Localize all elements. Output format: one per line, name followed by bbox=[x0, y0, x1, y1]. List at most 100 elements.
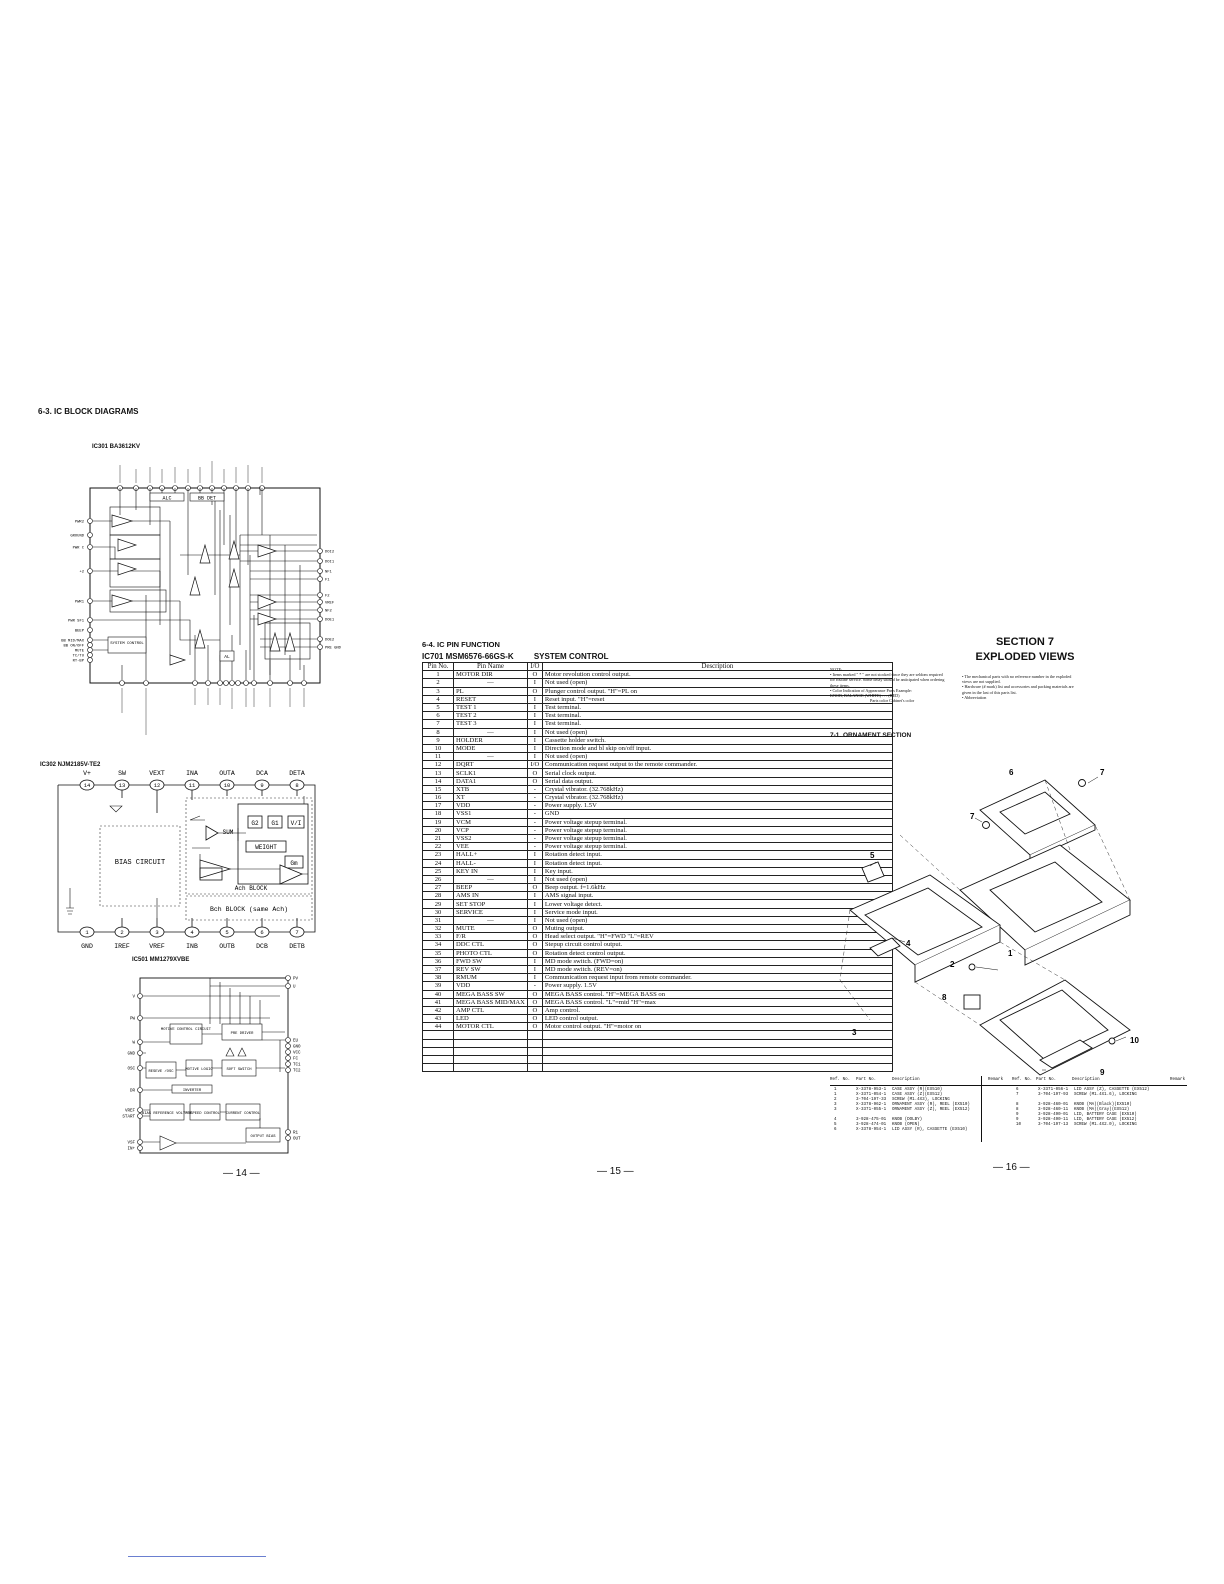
ic501-left-pin: V bbox=[132, 996, 135, 1000]
ic302-top-pin-num: 8 bbox=[295, 782, 298, 789]
callout-7b: 7 bbox=[970, 812, 975, 821]
section-title-ic-block-diagrams: 6-3. IC BLOCK DIAGRAMS bbox=[38, 407, 139, 416]
parts-ref: 6 bbox=[834, 1128, 837, 1132]
io-cell: - bbox=[526, 809, 543, 819]
pin-number-cell: 17 bbox=[422, 801, 454, 811]
ic302-weight-label: WEIGHT bbox=[255, 844, 277, 851]
table-row-empty bbox=[422, 1038, 893, 1048]
parts-description: SCREW (M1.4X2.0), LOCKING bbox=[1074, 1123, 1137, 1127]
pin-number-cell: 3 bbox=[422, 686, 454, 696]
callout-3: 3 bbox=[852, 1028, 857, 1037]
ic501-inverter-label: INVERTER bbox=[183, 1089, 202, 1093]
pin-number-cell: 5 bbox=[422, 702, 454, 713]
pin-name-cell: — bbox=[453, 678, 528, 688]
ic302-bottom-pin-label: IREF bbox=[114, 943, 130, 950]
ic302-bottom-pin-label: GND bbox=[81, 943, 93, 950]
io-cell: - bbox=[526, 981, 543, 991]
note-item: Parts color Cabinet's color bbox=[870, 698, 915, 704]
pin-number-cell: 20 bbox=[422, 825, 454, 835]
parts-ref: 1 bbox=[834, 1093, 837, 1097]
ic302-top-pin-label: VEXT bbox=[149, 770, 165, 777]
ic501-left-pin: PW bbox=[130, 1018, 136, 1022]
col-header-io: I/O bbox=[526, 661, 543, 672]
pin-name-cell: AMS IN bbox=[453, 891, 528, 901]
ic302-bottom-pin-num: 2 bbox=[120, 929, 123, 936]
parts-description: ORNAMENT ASSY (Z), REEL (EX512) bbox=[892, 1108, 970, 1112]
pin-name-cell: F/R bbox=[453, 932, 528, 942]
io-cell: O bbox=[526, 768, 543, 778]
ic302-bch-label: Bch BLOCK (same Ach) bbox=[210, 906, 288, 913]
io-cell: I bbox=[526, 850, 543, 860]
empty-cell bbox=[453, 1030, 528, 1040]
callout-10: 10 bbox=[1130, 1036, 1139, 1045]
parts-number: 3-704-197-13 bbox=[1038, 1123, 1069, 1127]
parts-ref: 6 bbox=[1016, 1088, 1019, 1092]
pin-number-cell: 40 bbox=[422, 989, 454, 999]
ic302-bottom-pin-label: DCB bbox=[256, 943, 268, 950]
pin-name-cell: RESET bbox=[453, 694, 528, 704]
empty-cell bbox=[526, 1063, 543, 1073]
ic302-top-pin-label: SW bbox=[118, 770, 126, 777]
table-row-empty bbox=[422, 1046, 893, 1057]
parts-ref: 9 bbox=[1016, 1113, 1019, 1117]
table-row-empty bbox=[422, 1054, 893, 1065]
pin-number-cell: 29 bbox=[422, 899, 454, 909]
io-cell: O bbox=[526, 670, 543, 680]
pin-name-cell: VEE bbox=[453, 842, 528, 852]
io-cell: I bbox=[526, 891, 543, 901]
ic301-right-pin: DOE2 bbox=[325, 639, 335, 643]
ic501-right-pin: PV bbox=[293, 978, 299, 982]
ic501-left-pin: IN+ bbox=[127, 1148, 135, 1152]
ic302-bottom-pin-label: VREF bbox=[149, 943, 165, 950]
parts-header-desc-2: Description bbox=[1072, 1078, 1100, 1082]
io-cell: O bbox=[526, 1014, 543, 1024]
parts-description: LID ASSY (Z), CASSETTE (EX512) bbox=[1074, 1088, 1150, 1092]
parts-header-remark: Remark bbox=[988, 1078, 1004, 1082]
ic501-title: IC501 MM1279XVBE bbox=[132, 957, 190, 963]
io-cell: I bbox=[526, 956, 543, 966]
parts-description: CASE ASSY (Z)(EX512) bbox=[892, 1093, 943, 1097]
empty-cell bbox=[526, 1054, 543, 1065]
pin-name-cell: — bbox=[453, 727, 528, 737]
parts-number: 3-928-490-11 bbox=[1038, 1118, 1069, 1122]
parts-ref: 10 bbox=[1016, 1123, 1022, 1127]
exploded-view-svg: 1 2 3 4 5 6 7 7 8 9 10 bbox=[839, 768, 1139, 1077]
io-cell: O bbox=[526, 932, 543, 942]
pin-number-cell: 11 bbox=[422, 752, 454, 762]
ic301-right-pin: DOI1 bbox=[325, 561, 335, 565]
io-cell: I bbox=[526, 694, 543, 704]
note-item: • Items marked " * " are not stocked sin… bbox=[830, 672, 945, 688]
pin-name-cell: VCM bbox=[453, 817, 528, 827]
pin-number-cell: 6 bbox=[422, 711, 454, 721]
ic301-diagram: ALC BB DET SYSTEM CONTROL AL PWR2 GROUND… bbox=[40, 455, 342, 740]
io-cell: O bbox=[526, 1022, 543, 1032]
parts-description: LID ASSY (R), CASSETTE (EX510) bbox=[892, 1128, 968, 1132]
ic301-left-pin: BEEP bbox=[75, 630, 85, 634]
pin-name-cell: XT bbox=[453, 792, 528, 803]
parts-number: 3-704-197-33 bbox=[856, 1098, 887, 1102]
ic501-left-pin: VSF bbox=[127, 1142, 135, 1146]
pin-name-cell: MUTE bbox=[453, 923, 528, 934]
io-cell: I bbox=[526, 727, 543, 737]
ic501-left-pin: DR bbox=[130, 1090, 136, 1094]
note-item: • Abbreviation bbox=[962, 694, 987, 700]
pin-number-cell: 32 bbox=[422, 923, 454, 934]
note-item: • Hardware (# mark) list and accessories… bbox=[962, 684, 1074, 695]
parts-description: SCREW (M1.4X1.6), LOCKING bbox=[1074, 1093, 1137, 1097]
pin-number-cell: 14 bbox=[422, 776, 454, 786]
